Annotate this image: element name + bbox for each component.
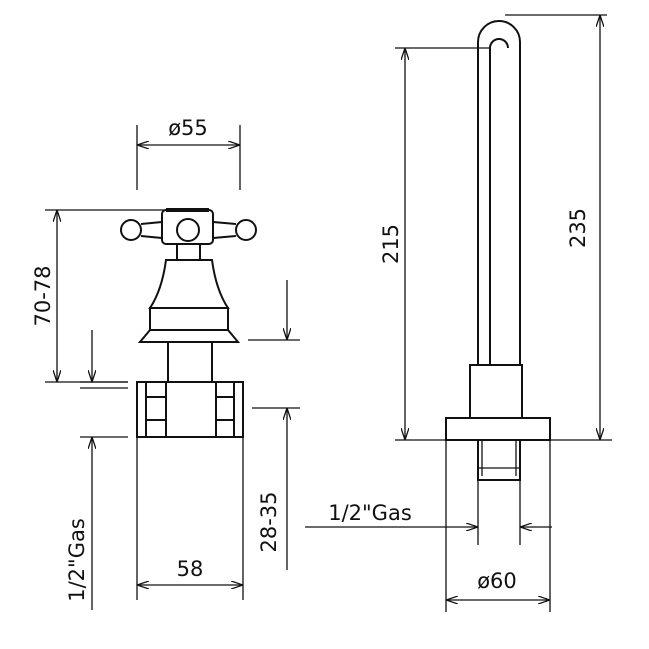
dimension-label: 235	[566, 208, 590, 248]
spout-drawing	[445, 20, 551, 481]
dimension-label: 1/2"Gas	[65, 518, 89, 602]
dimension-label: 1/2"Gas	[328, 501, 412, 525]
dimension-diameter-55: ø55	[136, 116, 241, 190]
dimension-width-58: 58	[136, 437, 244, 600]
valve-drawing	[120, 208, 257, 438]
dimension-label: ø60	[477, 569, 517, 593]
dimension-label: 58	[177, 557, 204, 581]
dimension-label: 70-78	[31, 265, 55, 326]
dimension-thread-left: 1/2"Gas	[65, 330, 128, 610]
dimension-depth-28-35: 28-35	[248, 280, 300, 570]
dimension-label: ø55	[168, 116, 208, 140]
dimension-label: 215	[379, 224, 403, 264]
dimension-height-235: 235	[505, 14, 612, 441]
dimension-diameter-60: ø60	[445, 440, 551, 612]
dimension-height-215: 215	[379, 47, 490, 441]
dimension-thread-right: 1/2"Gas	[305, 480, 552, 545]
dimension-label: 28-35	[257, 491, 281, 552]
